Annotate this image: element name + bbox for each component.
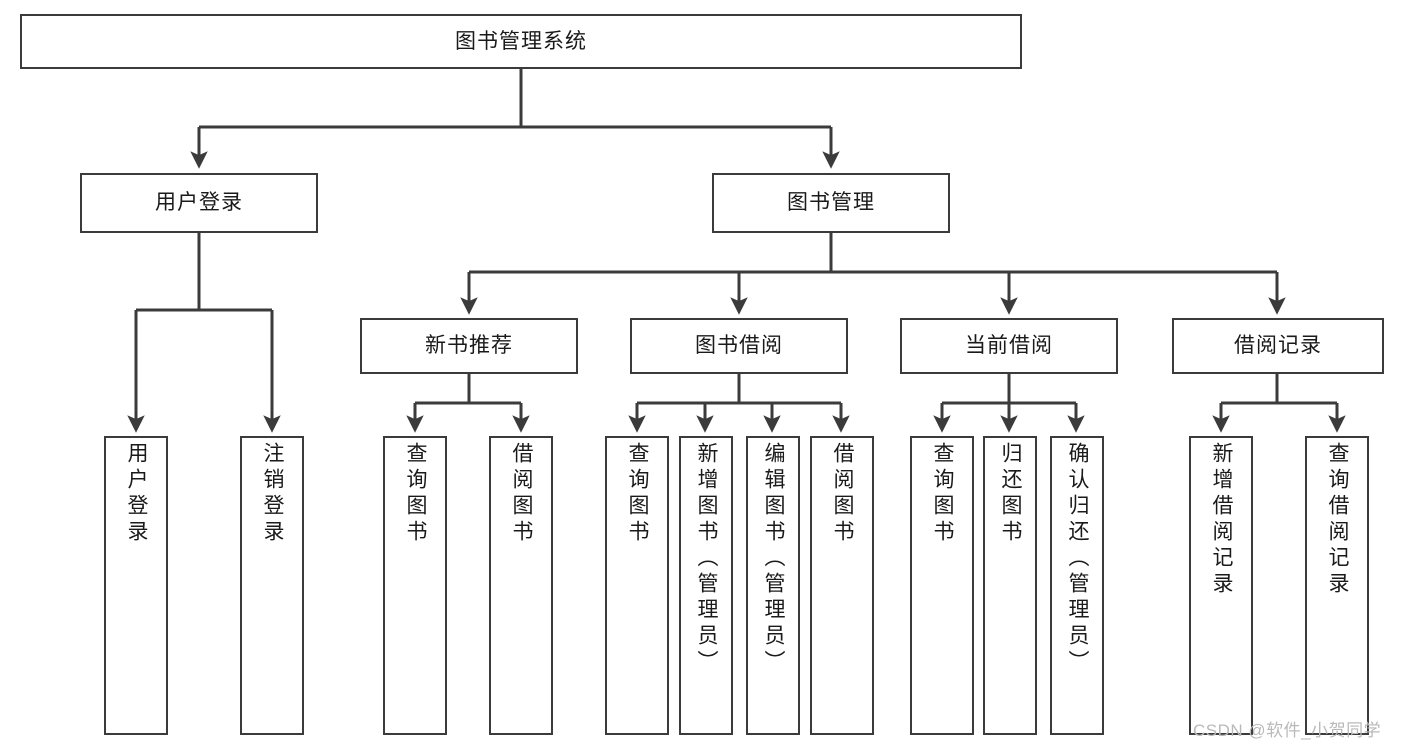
node-label: 查询图书 <box>626 442 650 546</box>
node-leaf-edit-book-admin[interactable]: 编辑图书（管理员） <box>746 436 800 735</box>
node-label: 图书管理 <box>787 191 875 215</box>
connectors-bookmgmt-to-level3 <box>460 233 1286 315</box>
node-leaf-query-book-recommend[interactable]: 查询图书 <box>383 436 447 735</box>
connectors-bookborrow-to-leaves <box>628 374 850 433</box>
node-label: 用户登录 <box>155 191 243 215</box>
node-label: 新书推荐 <box>425 334 513 358</box>
node-leaf-borrow-book-recommend[interactable]: 借阅图书 <box>489 436 553 735</box>
node-leaf-user-login[interactable]: 用户登录 <box>104 436 168 735</box>
node-leaf-query-book-borrow[interactable]: 查询图书 <box>605 436 669 735</box>
node-label: 借阅图书 <box>831 442 855 546</box>
node-label: 编辑图书（管理员） <box>762 442 786 676</box>
node-label: 归还图书 <box>999 442 1023 546</box>
node-current-borrow[interactable]: 当前借阅 <box>900 318 1118 374</box>
connectors-root-to-level2 <box>190 69 840 169</box>
node-leaf-add-borrow-record[interactable]: 新增借阅记录 <box>1189 436 1253 735</box>
connectors-userlogin-to-leaves <box>127 233 281 433</box>
node-label: 图书借阅 <box>695 334 783 358</box>
node-label: 借阅图书 <box>510 442 534 546</box>
node-label: 注销登录 <box>261 442 285 546</box>
node-label: 查询借阅记录 <box>1326 442 1350 598</box>
node-leaf-add-book-admin[interactable]: 新增图书（管理员） <box>679 436 733 735</box>
node-leaf-return-book[interactable]: 归还图书 <box>983 436 1037 735</box>
node-leaf-borrow-book[interactable]: 借阅图书 <box>810 436 874 735</box>
node-label: 图书管理系统 <box>455 29 587 53</box>
node-label: 当前借阅 <box>965 334 1053 358</box>
node-leaf-confirm-return-admin[interactable]: 确认归还（管理员） <box>1050 436 1104 735</box>
node-leaf-query-borrow-record[interactable]: 查询借阅记录 <box>1305 436 1369 735</box>
node-label: 确认归还（管理员） <box>1066 442 1090 676</box>
connectors-newbook-to-leaves <box>406 374 530 433</box>
connectors-borrowrecord-to-leaves <box>1212 374 1346 433</box>
node-label: 用户登录 <box>125 442 149 546</box>
node-root-system[interactable]: 图书管理系统 <box>20 14 1022 69</box>
node-leaf-query-book-current[interactable]: 查询图书 <box>910 436 974 735</box>
node-user-login[interactable]: 用户登录 <box>80 173 318 233</box>
connectors-currentborrow-to-leaves <box>933 374 1085 433</box>
node-label: 查询图书 <box>931 442 955 546</box>
node-label: 新增借阅记录 <box>1210 442 1234 598</box>
node-new-book-recommend[interactable]: 新书推荐 <box>360 318 578 374</box>
node-leaf-logout[interactable]: 注销登录 <box>240 436 304 735</box>
node-label: 借阅记录 <box>1234 334 1322 358</box>
node-book-borrow[interactable]: 图书借阅 <box>630 318 848 374</box>
node-label: 查询图书 <box>404 442 428 546</box>
node-borrow-record[interactable]: 借阅记录 <box>1172 318 1384 374</box>
node-book-management[interactable]: 图书管理 <box>712 173 950 233</box>
node-label: 新增图书（管理员） <box>695 442 719 676</box>
